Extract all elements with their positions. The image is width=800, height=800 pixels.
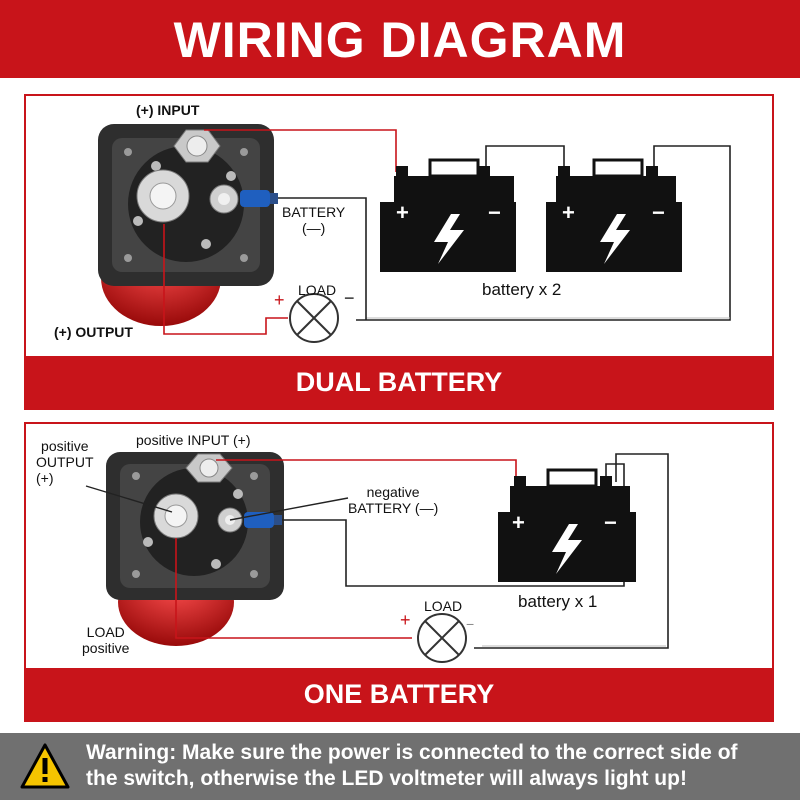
warning-triangle-icon xyxy=(20,743,70,789)
input-label: positive INPUT (+) xyxy=(136,432,251,448)
load-minus-sign: − xyxy=(466,616,475,632)
output-label-line1: positive xyxy=(41,438,89,454)
output-label: positive OUTPUT (+) xyxy=(36,438,94,486)
warning-text: Warning: Make sure the power is connecte… xyxy=(86,740,792,792)
dual-battery-panel: + − + − (+) INPUT BATTERY (—) LOAD + − (… xyxy=(24,94,774,410)
output-label-line2: OUTPUT xyxy=(36,454,94,470)
output-label: (+) OUTPUT xyxy=(54,324,133,340)
battery-negative-terminal xyxy=(209,184,239,214)
svg-text:+: + xyxy=(512,510,525,535)
svg-text:−: − xyxy=(488,200,501,225)
warning-bar: Warning: Make sure the power is connecte… xyxy=(0,733,800,800)
battery-caption: battery x 1 xyxy=(518,592,598,611)
load-plus-sign: + xyxy=(400,610,411,630)
battery-1: + − xyxy=(380,158,516,272)
output-label-line3: (+) xyxy=(36,470,54,486)
load-lamp-icon xyxy=(417,613,467,663)
load-positive-label: LOAD positive xyxy=(82,624,129,656)
svg-text:+: + xyxy=(562,200,575,225)
dual-battery-footer: DUAL BATTERY xyxy=(26,356,772,408)
pointer-lines xyxy=(85,485,349,521)
blue-connector xyxy=(240,190,278,207)
load-lamp-icon xyxy=(289,293,339,343)
one-battery-diagram: + − xyxy=(85,452,669,663)
battery-2: + − xyxy=(546,158,682,272)
svg-text:−: − xyxy=(652,200,665,225)
battery-1: + − xyxy=(498,468,636,582)
load-label: LOAD xyxy=(424,598,463,614)
warning-line2: the switch, otherwise the LED voltmeter … xyxy=(86,767,687,790)
load-positive-line2: positive xyxy=(82,640,130,656)
battery-label: BATTERY (—) xyxy=(282,204,345,236)
wires xyxy=(163,129,731,335)
wires xyxy=(175,453,669,649)
input-terminal xyxy=(185,453,233,483)
load-minus-sign: − xyxy=(344,288,355,308)
negative-battery-line2: BATTERY (—) xyxy=(348,500,439,516)
one-battery-footer: ONE BATTERY xyxy=(26,668,772,720)
svg-text:−: − xyxy=(604,510,617,535)
svg-text:+: + xyxy=(396,200,409,225)
battery-label-line2: (—) xyxy=(301,220,326,236)
load-label: LOAD xyxy=(298,282,337,298)
one-battery-panel: + − positive INPUT (+) positive OUTPUT (… xyxy=(24,422,774,722)
dual-battery-diagram: + − + − xyxy=(98,124,731,343)
output-terminal xyxy=(153,493,199,539)
battery-label-line1: BATTERY xyxy=(282,204,346,220)
warning-line1: Warning: Make sure the power is connecte… xyxy=(86,741,738,764)
negative-battery-label: negative BATTERY (—) xyxy=(348,484,438,516)
page-title: WIRING DIAGRAM xyxy=(0,0,800,78)
load-plus-sign: + xyxy=(274,290,285,310)
load-positive-line1: LOAD xyxy=(86,624,125,640)
battery-caption: battery x 2 xyxy=(482,280,562,299)
output-terminal xyxy=(136,169,190,223)
negative-battery-line1: negative xyxy=(366,484,420,500)
input-label: (+) INPUT xyxy=(136,102,200,118)
